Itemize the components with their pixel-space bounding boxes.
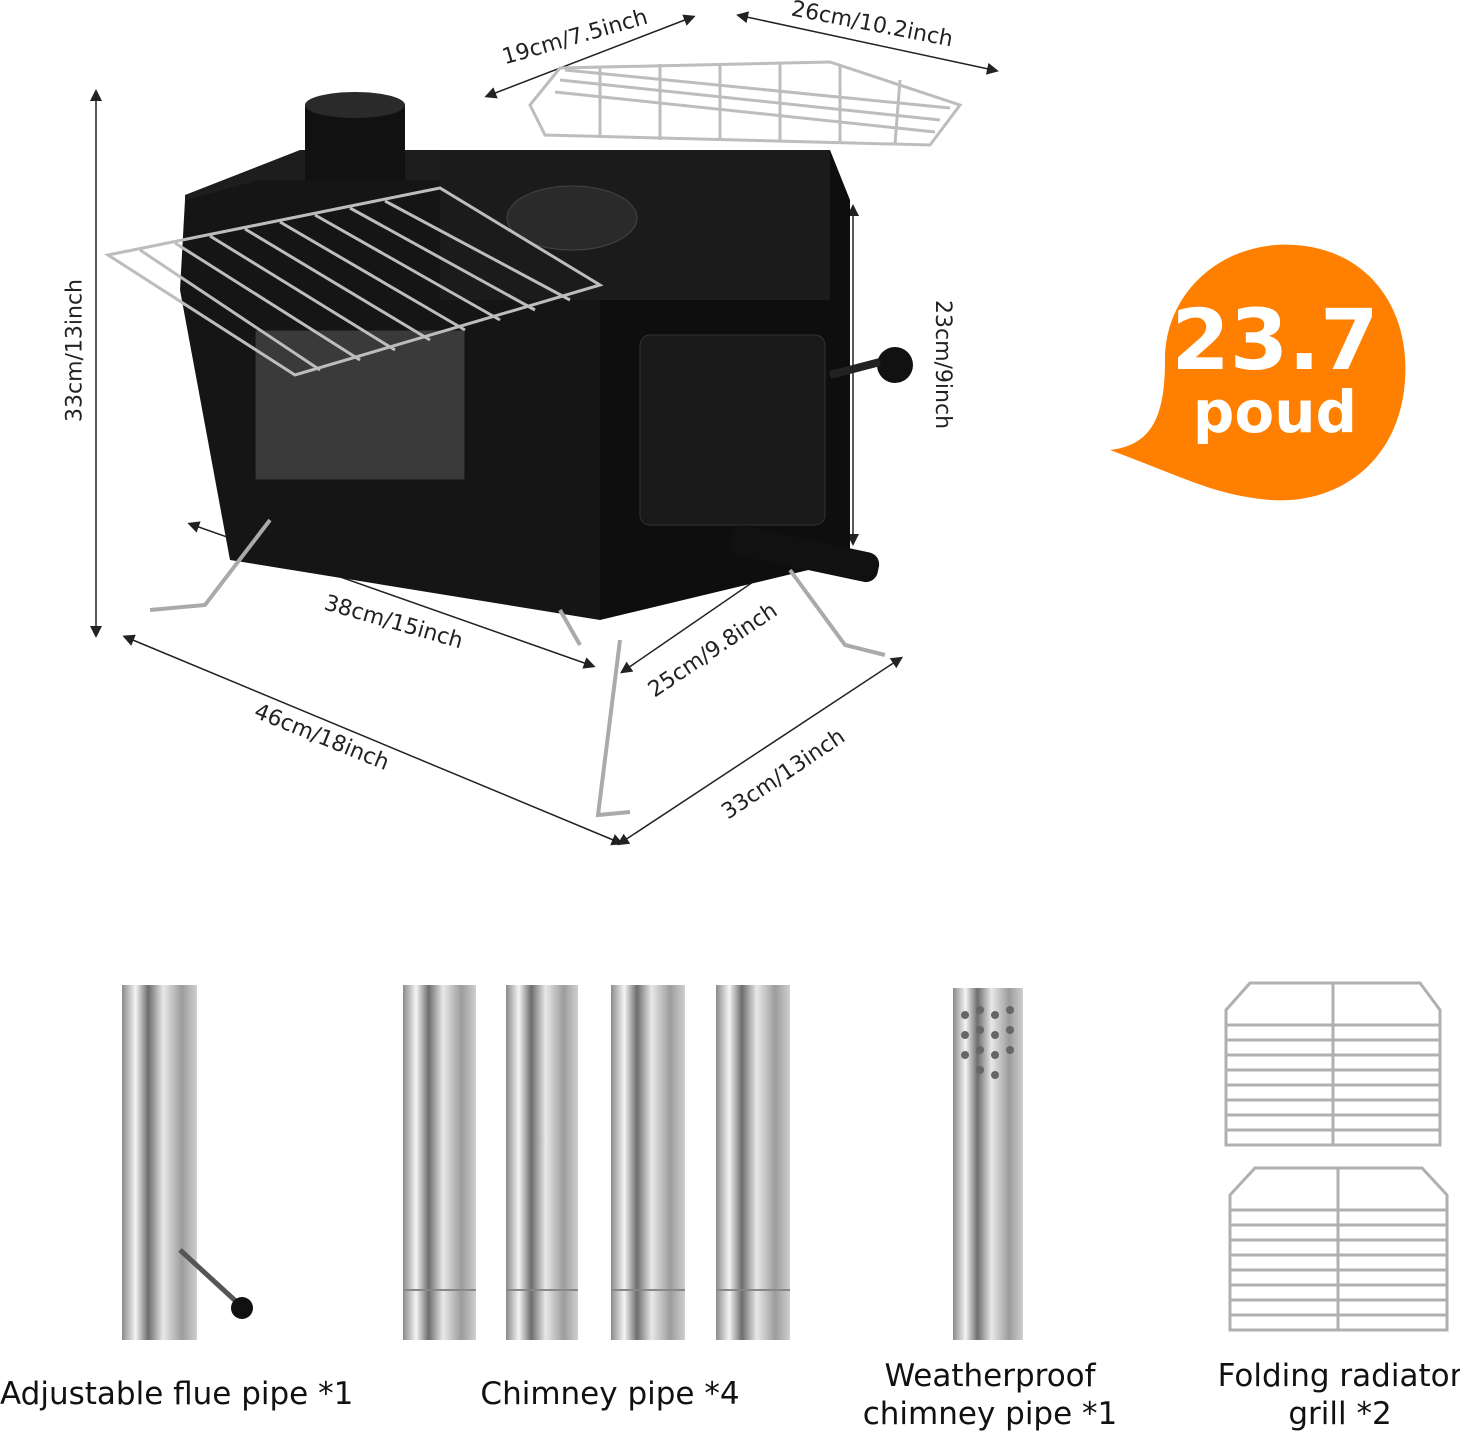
grill-left [104,186,604,377]
accessory-label-grill-line2: grill *2 [1288,1396,1392,1432]
accessory-label-weatherproof-line2: chimney pipe *1 [862,1396,1118,1432]
total-height-label: 33cm/13inch [62,278,88,423]
accessory-label-weatherproof-line1: Weatherproof [884,1358,1096,1394]
adjustable-flue-pipe [122,985,253,1340]
accessory-label-chimney-pipe: Chimney pipe *4 [480,1376,740,1412]
weight-unit: poud [1192,378,1358,446]
stove [104,60,963,818]
grill-right [528,60,963,147]
folding-grills [1224,981,1449,1332]
weight-badge-shape [1110,244,1406,501]
weight-value: 23.7 [1171,291,1379,389]
body-height-label: 23cm/9inch [930,300,955,430]
chimney-pipes [403,985,790,1340]
accessory-label-grill-line1: Folding radiator [1217,1358,1460,1394]
accessory-label-flue-pipe: Adjustable flue pipe *1 [0,1376,354,1412]
weatherproof-chimney-pipe [953,988,1023,1340]
